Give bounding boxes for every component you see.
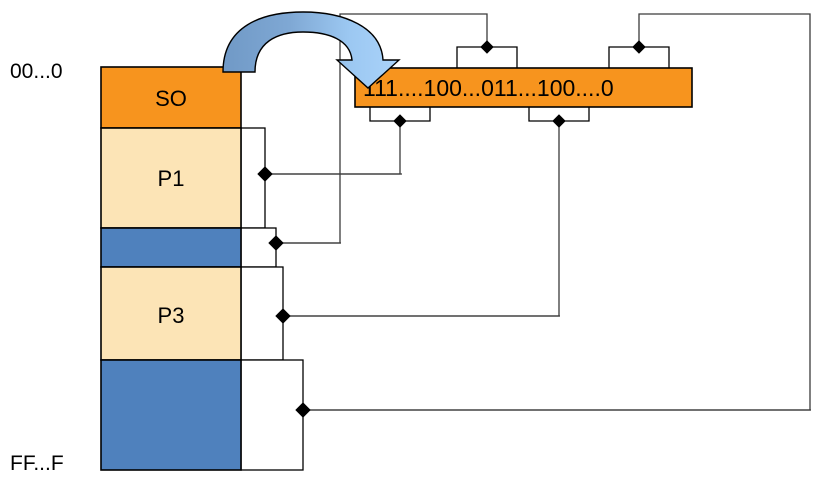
- memory-stack: [100, 66, 242, 471]
- curved-mapping-arrow: [222, 11, 401, 89]
- bitstring-box[interactable]: [354, 67, 693, 108]
- diamond-marker-bit-top-right: [632, 40, 646, 54]
- diamond-marker-block2: [268, 235, 284, 251]
- memory-block-p1[interactable]: [100, 127, 242, 229]
- memory-block-so-label: SO: [155, 86, 187, 111]
- left-bracket-group: [240, 127, 304, 471]
- connector-p3-to-bitsegment-3: [283, 121, 560, 317]
- bracket-box-block4: [240, 359, 304, 471]
- address-label-top: 00...0: [10, 60, 63, 83]
- memory-block-free-2[interactable]: [100, 227, 242, 268]
- diamond-marker-p3: [275, 308, 291, 324]
- bitstring-top-brackets: [456, 40, 670, 68]
- diamond-marker-block4: [295, 402, 311, 418]
- bitstring-bottom-brackets: [369, 107, 590, 128]
- address-label-bottom: FF...F: [10, 452, 64, 475]
- diamond-marker-bit-bottom-right: [552, 114, 566, 128]
- connector-block2-to-bitsegment-2: [276, 13, 488, 244]
- bracket-stub-group: [265, 173, 811, 411]
- bitstring-text: 111....100...011...100....0: [363, 75, 614, 101]
- left-bracket-markers: [257, 166, 311, 418]
- diamond-marker-bit-bottom-left: [393, 114, 407, 128]
- bracket-box-p3: [240, 266, 284, 361]
- diamond-marker-bit-top-left: [480, 40, 494, 54]
- diamond-marker-p1: [257, 166, 273, 182]
- memory-block-p3[interactable]: [100, 266, 242, 361]
- memory-block-p1-label: P1: [158, 166, 185, 191]
- arrow-body: [222, 11, 401, 89]
- memory-block-free-4[interactable]: [100, 359, 242, 471]
- memory-block-p3-label: P3: [158, 303, 185, 328]
- connector-p1-to-bitsegment-1: [265, 121, 401, 175]
- bracket-box-block2: [240, 227, 277, 268]
